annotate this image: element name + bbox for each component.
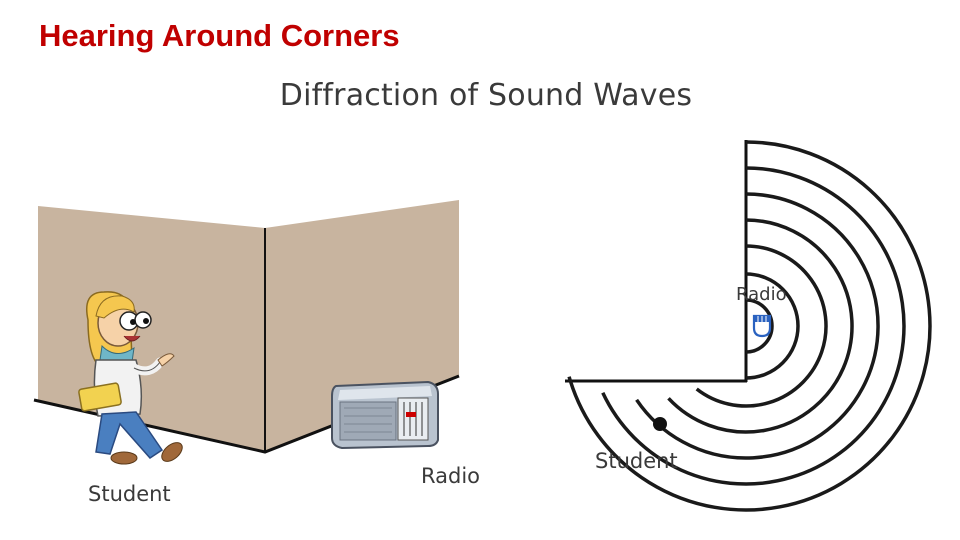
student-cartoon-icon (78, 291, 183, 465)
radio-device-icon (331, 380, 439, 450)
wavefront-arc (667, 218, 854, 434)
wavefront-arc (695, 244, 828, 408)
wavefront-arc (601, 166, 906, 486)
left-student-label: Student (88, 482, 171, 506)
slide-title: Hearing Around Corners (39, 18, 400, 53)
right-radio-label: Radio (736, 284, 787, 305)
right-student-label: Student (595, 449, 678, 473)
radio-source-icon (752, 314, 772, 338)
wavefront-arc (635, 192, 880, 460)
top-view-walls (565, 140, 748, 383)
left-radio-label: Radio (421, 464, 481, 488)
wavefront-arc (745, 272, 800, 380)
wavefront-arc (567, 140, 932, 512)
wavefront-arc (745, 298, 774, 354)
diagram-title: Diffraction of Sound Waves (279, 78, 693, 113)
sound-wavefronts (567, 140, 932, 512)
student-dot-icon (653, 417, 667, 431)
left-wall (38, 206, 265, 452)
